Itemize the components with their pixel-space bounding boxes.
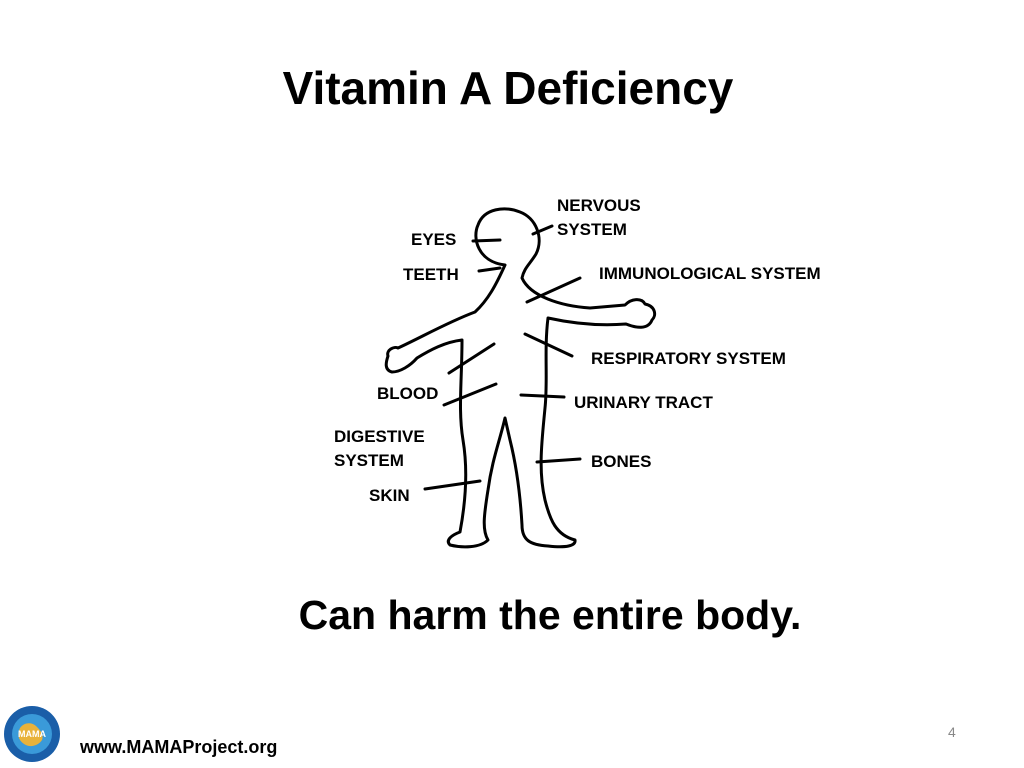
pointer-teeth: [477, 266, 502, 273]
slide-number: 4: [948, 724, 956, 740]
slide-title: Vitamin A Deficiency: [282, 62, 734, 114]
pointer-digestive-system: [442, 382, 498, 407]
label-teeth: TEETH: [403, 265, 459, 284]
slide-tagline: Can harm the entire body.: [298, 592, 802, 638]
website-link[interactable]: www.MAMAProject.org: [80, 737, 278, 757]
pointer-nervous-system: [531, 224, 554, 236]
label-skin: SKIN: [369, 486, 410, 505]
label-digestive-system-line2: SYSTEM: [334, 451, 404, 470]
pointer-immunological-system: [525, 276, 582, 304]
label-digestive-system-line1: DIGESTIVE: [334, 427, 425, 446]
logo-land: [18, 723, 43, 747]
label-eyes: EYES: [411, 230, 457, 249]
label-nervous-system-line1: NERVOUS: [557, 196, 641, 215]
label-bones: BONES: [591, 452, 652, 471]
pointer-skin: [423, 479, 482, 491]
pointer-eyes: [471, 238, 502, 243]
label-urinary-tract: URINARY TRACT: [574, 393, 713, 412]
pointer-urinary-tract: [519, 393, 566, 399]
label-nervous-system-line2: SYSTEM: [557, 220, 627, 239]
label-respiratory-system: RESPIRATORY SYSTEM: [591, 349, 786, 368]
label-blood: BLOOD: [377, 384, 439, 403]
pointer-respiratory-system: [523, 332, 574, 358]
pointer-blood: [447, 342, 496, 375]
logo-text: MAMA: [18, 729, 46, 739]
mama-project-logo: MAMA: [4, 706, 60, 762]
label-immunological-system: IMMUNOLOGICAL SYSTEM: [599, 264, 821, 283]
body-outline: [384, 207, 657, 549]
pointer-bones: [535, 457, 582, 464]
